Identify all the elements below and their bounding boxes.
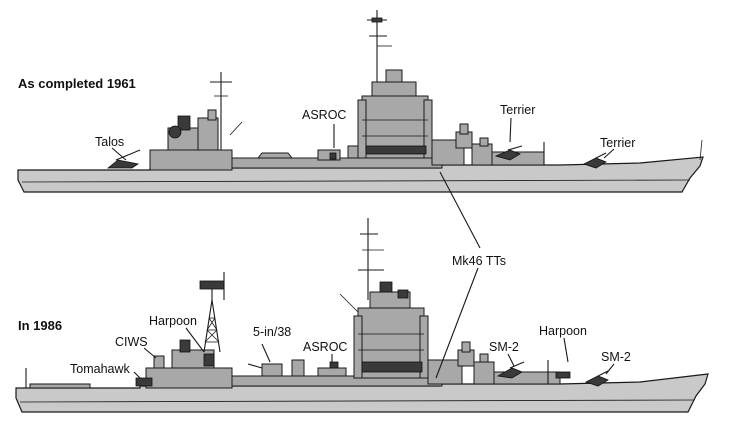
label-asroc-1986: ASROC — [303, 340, 347, 354]
aft-deckhouse-1986 — [145, 367, 233, 389]
label-asroc-1961: ASROC — [302, 108, 346, 122]
label-harpoon-fwd: Harpoon — [539, 324, 587, 338]
label-gun: 5-in/38 — [253, 325, 291, 339]
terrier-mid-launcher — [494, 149, 521, 161]
label-harpoon-aft: Harpoon — [149, 314, 197, 328]
radar-antenna — [199, 280, 225, 290]
lattice-mast — [203, 299, 221, 353]
label-sm2-mid: SM-2 — [489, 340, 519, 354]
terrier-fwd-launcher — [582, 157, 607, 169]
label-tomahawk: Tomahawk — [70, 362, 130, 376]
leader-lines — [111, 117, 615, 379]
sm2-fwd-launcher — [584, 375, 609, 387]
aft-deckhouse-1961 — [149, 149, 233, 171]
ship-1986 — [15, 218, 709, 413]
harpoon-fwd-launcher — [555, 371, 571, 379]
talos-launcher — [106, 159, 140, 169]
label-ciws: CIWS — [115, 335, 148, 349]
title-1961: As completed 1961 — [18, 76, 136, 91]
label-terrier-mid: Terrier — [500, 103, 535, 117]
title-1986: In 1986 — [18, 318, 62, 333]
ciws-mount — [153, 355, 165, 369]
label-sm2-fwd: SM-2 — [601, 350, 631, 364]
sm2-mid-launcher — [496, 367, 523, 379]
gun-5in38 — [261, 363, 283, 377]
label-talos: Talos — [95, 135, 124, 149]
ship-1961 — [17, 10, 704, 193]
tomahawk-launcher — [135, 377, 153, 387]
label-mk46: Mk46 TTs — [452, 254, 506, 268]
label-terrier-fwd: Terrier — [600, 136, 635, 150]
